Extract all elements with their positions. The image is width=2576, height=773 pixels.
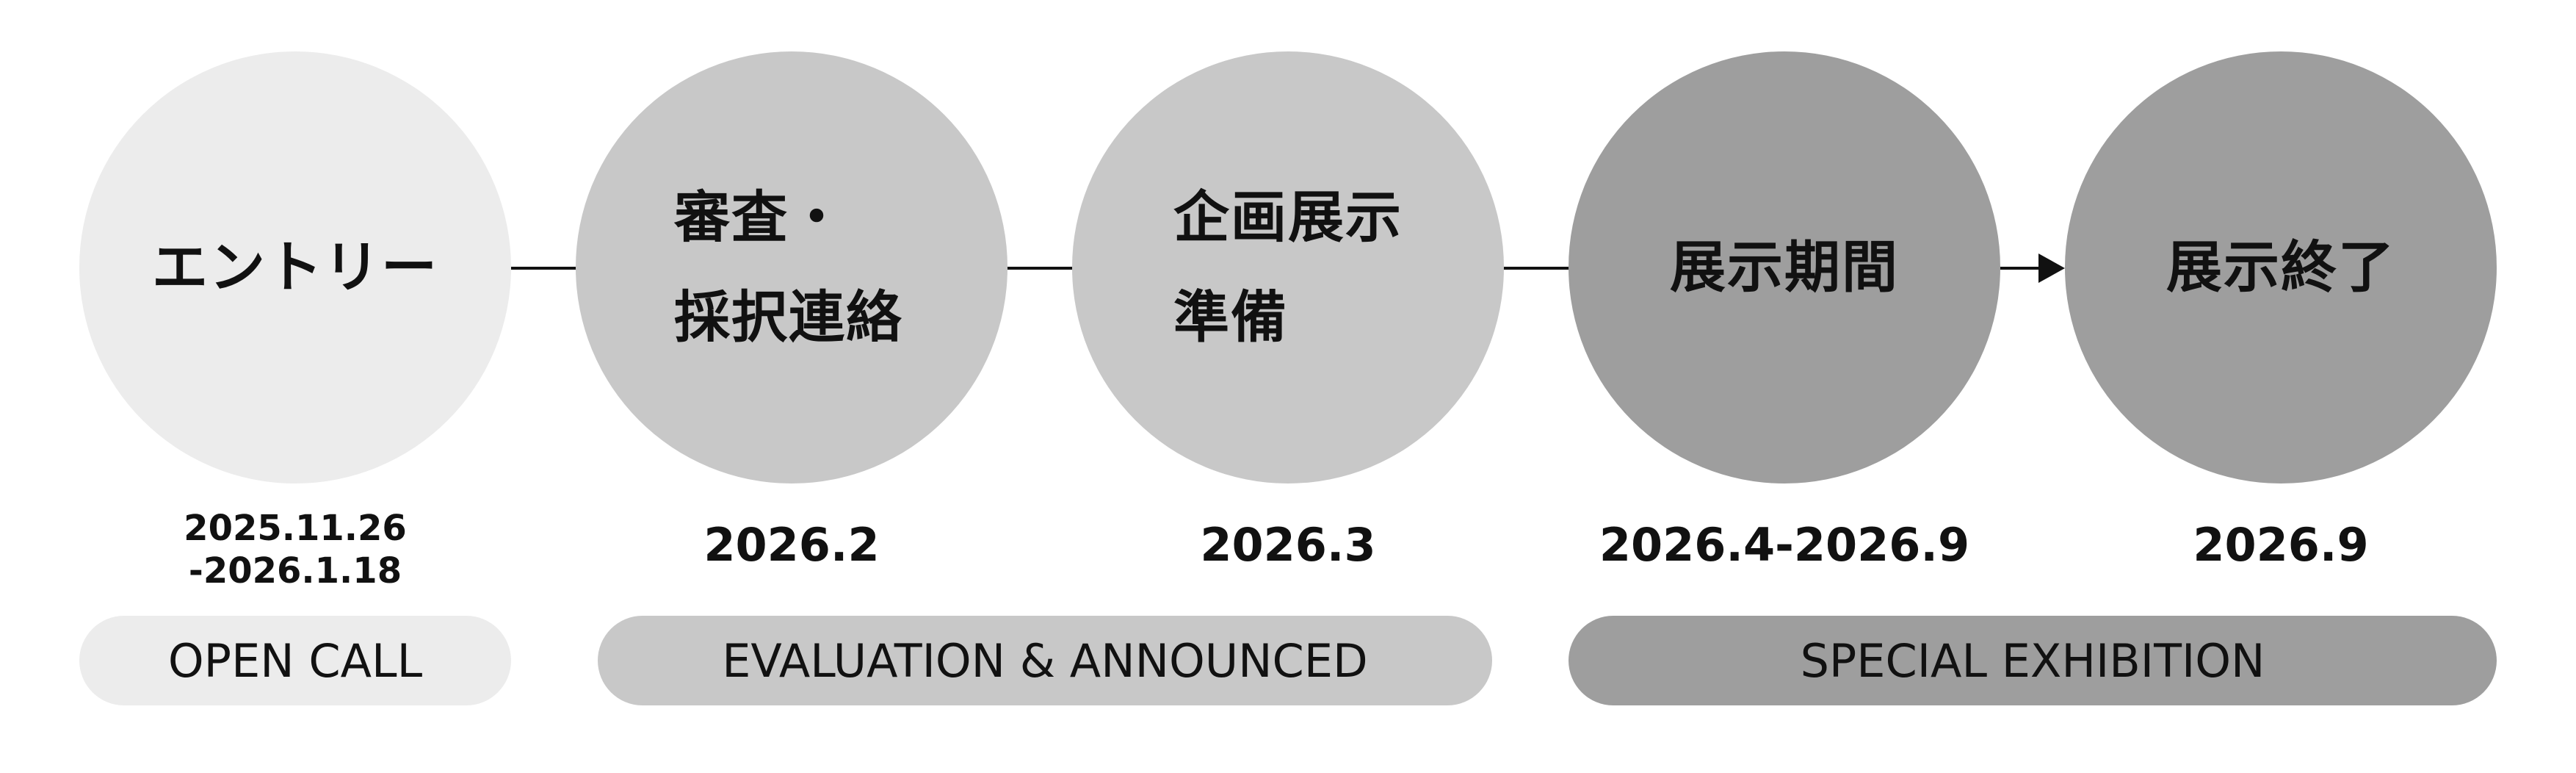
step-date-line: 2026.2: [703, 518, 880, 572]
step-circle-end: 展示終了: [2065, 51, 2497, 483]
step-circle-preparation: 企画展示 準備: [1072, 51, 1504, 483]
connector-arrow-line: [1997, 267, 2040, 270]
step-circle-exhibition: 展示期間: [1569, 51, 2000, 483]
step-date-evaluation: 2026.2: [576, 516, 1007, 575]
step-label-line: 採択連絡: [674, 284, 903, 350]
arrow-head-icon: [2038, 254, 2065, 283]
connector-line-2: [1007, 267, 1075, 270]
phase-evaluation-announced: EVALUATION & ANNOUNCED: [598, 616, 1492, 705]
step-label: 審査・ 採択連絡: [674, 168, 903, 367]
phase-open-call: OPEN CALL: [79, 616, 511, 705]
step-label-line: 企画展示: [1173, 184, 1403, 250]
step-date-preparation: 2026.3: [1072, 516, 1504, 575]
step-circle-evaluation: 審査・ 採択連絡: [576, 51, 1007, 483]
phase-special-exhibition: SPECIAL EXHIBITION: [1569, 616, 2497, 705]
step-label-line: 審査・: [674, 184, 846, 250]
step-label: 展示終了: [2166, 217, 2395, 317]
step-label: 企画展示 準備: [1173, 168, 1403, 367]
connector-line-1: [511, 267, 580, 270]
step-date-line: 2026.4-2026.9: [1599, 518, 1970, 572]
step-date-exhibition: 2026.4-2026.9: [1569, 516, 2000, 575]
step-date-line: 2026.3: [1200, 518, 1376, 572]
connector-line-3: [1502, 267, 1570, 270]
step-date-end: 2026.9: [2065, 516, 2497, 575]
step-date-entry: 2025.11.26 -2026.1.18: [79, 507, 511, 592]
step-label-line: 展示期間: [1670, 234, 1899, 300]
step-label-line: 準備: [1173, 284, 1288, 350]
step-circle-entry: エントリー: [79, 51, 511, 483]
step-date-line: 2025.11.26: [184, 508, 407, 549]
step-label-line: エントリー: [152, 234, 438, 300]
step-label-line: 展示終了: [2166, 234, 2395, 300]
step-date-line: -2026.1.18: [188, 550, 402, 592]
step-label: 展示期間: [1670, 217, 1899, 317]
step-label: エントリー: [152, 217, 438, 317]
step-date-line: 2026.9: [2193, 518, 2369, 572]
